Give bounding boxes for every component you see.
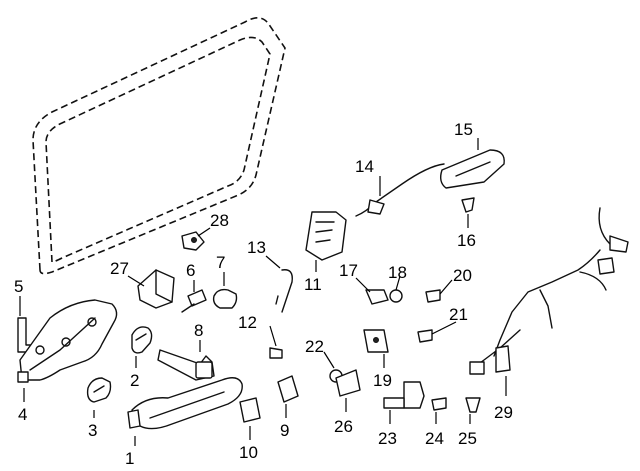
callout-28: 28 — [210, 211, 229, 230]
part-8-lock-cylinder — [157, 349, 215, 381]
callout-9: 9 — [280, 421, 289, 440]
callout-8: 8 — [194, 321, 203, 340]
callout-16: 16 — [457, 231, 476, 250]
callout-20: 20 — [453, 266, 472, 285]
callout-22: 22 — [305, 337, 324, 356]
part-7-grommet — [212, 288, 238, 309]
callout-26: 26 — [334, 417, 353, 436]
part-1-outside-handle — [127, 377, 243, 430]
callout-21: 21 — [449, 305, 468, 324]
part-23-check-strap — [383, 381, 425, 409]
callout-7: 7 — [216, 253, 225, 272]
part-26-pad — [335, 369, 361, 397]
callout-19: 19 — [373, 371, 392, 390]
part-16-clip — [461, 197, 475, 213]
part-21-screw — [417, 329, 433, 343]
part-2-gasket — [131, 326, 153, 354]
callout-24: 24 — [425, 429, 444, 448]
part-11-latch — [305, 211, 347, 261]
callout-1: 1 — [125, 449, 134, 468]
callout-2: 2 — [130, 371, 139, 390]
part-28-clip — [181, 231, 205, 251]
callout-10: 10 — [239, 443, 258, 462]
callout-6: 6 — [186, 261, 195, 280]
callout-27: 27 — [110, 259, 129, 278]
leader-lines — [19, 138, 507, 446]
part-15-inside-handle — [439, 149, 505, 189]
part-25-clip — [465, 397, 481, 413]
callout-25: 25 — [458, 429, 477, 448]
callout-11: 11 — [304, 275, 322, 294]
part-27-cover — [137, 269, 175, 309]
part-6-screw — [181, 289, 207, 313]
callout-12: 12 — [238, 313, 257, 332]
part-10-bumper — [239, 397, 261, 423]
part-9-bumper — [277, 375, 299, 403]
callout-5: 5 — [14, 277, 23, 296]
part-14-cable — [355, 163, 445, 217]
part-18-bolt — [389, 289, 403, 303]
part-4-handle-carrier — [17, 299, 118, 383]
callout-3: 3 — [88, 421, 97, 440]
part-3-gasket — [86, 377, 112, 403]
callout-15: 15 — [454, 120, 473, 139]
part-12-bolt — [269, 347, 283, 359]
part-19-striker — [363, 329, 389, 353]
part-24-bolt — [431, 397, 447, 411]
callout-18: 18 — [388, 263, 407, 282]
callout-labels: 1 2 3 4 5 6 7 8 9 10 11 12 13 14 15 16 1… — [14, 120, 513, 468]
callout-14: 14 — [355, 157, 374, 176]
callout-29: 29 — [494, 403, 513, 422]
part-13-rod — [275, 269, 293, 313]
door-outline — [32, 17, 286, 275]
callout-23: 23 — [378, 429, 397, 448]
part-20-screw — [425, 289, 441, 303]
part-17-bracket — [365, 289, 389, 305]
callout-13: 13 — [247, 238, 266, 257]
part-29-wiring-harness — [469, 207, 629, 375]
callout-17: 17 — [339, 261, 358, 280]
callout-4: 4 — [18, 405, 27, 424]
